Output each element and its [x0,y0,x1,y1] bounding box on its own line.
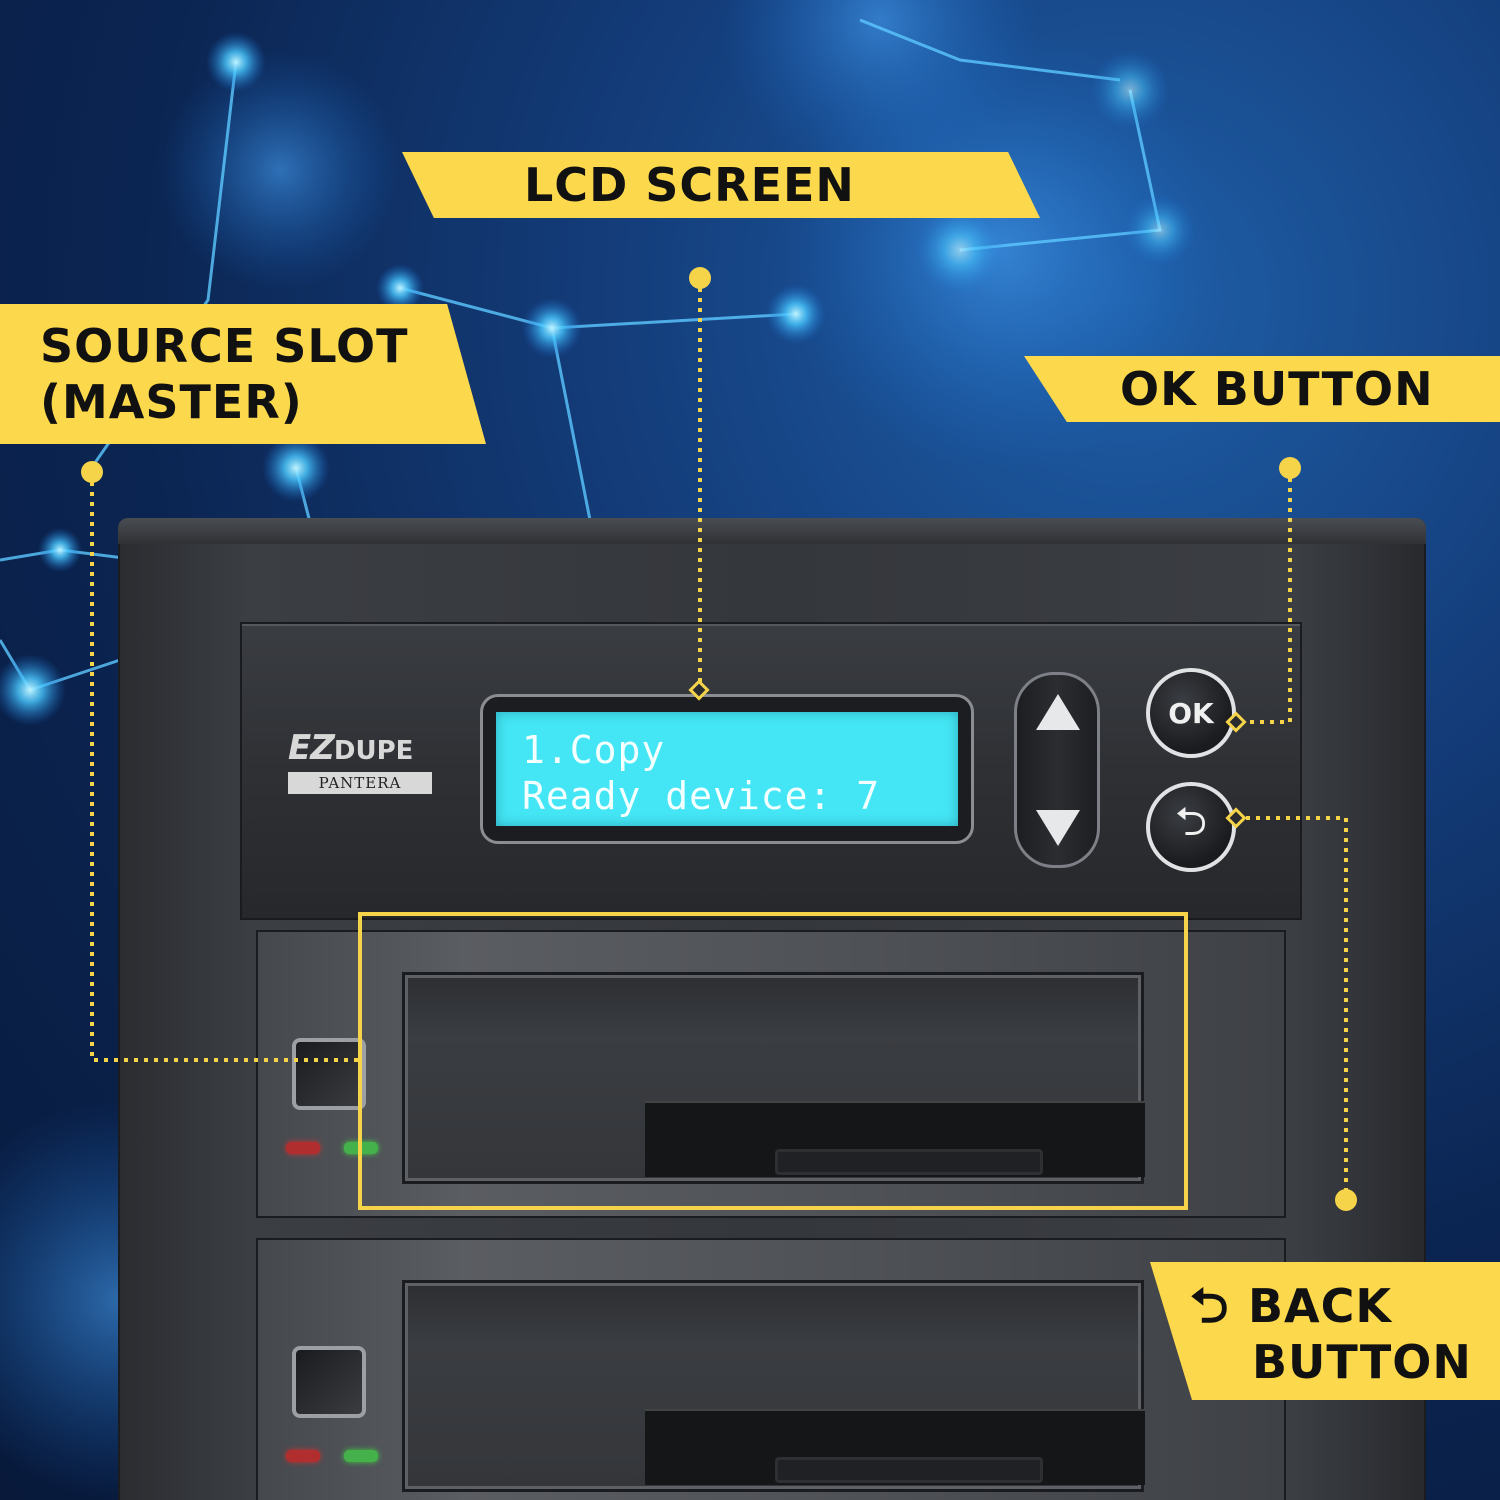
lcd-line-2: Ready device: 7 [522,774,881,818]
back-arrow-icon: ⮌ [1174,800,1208,844]
arrow-up-icon[interactable] [1036,694,1080,730]
sata-connector-icon [775,1457,1043,1483]
brand-model: PANTERA [288,772,432,794]
activity-led-icon [344,1450,378,1462]
callout-back-line-2: BUTTON [1252,1335,1472,1389]
callout-source-line-2: (MASTER) [40,375,303,429]
source-slot-highlight [358,912,1188,1210]
drive-tray[interactable] [402,972,1145,1184]
callout-back-line-1: BACK [1248,1279,1393,1333]
tray-opening [645,1409,1145,1485]
lcd-screen: 1.Copy Ready device: 7 [496,712,958,826]
target-drive-bay [256,1238,1286,1500]
back-button[interactable]: ⮌ [1146,782,1236,872]
brand-ez: EZ [288,728,335,768]
bay-eject-key[interactable] [292,1038,366,1110]
source-drive-bay [256,930,1286,1218]
callout-back-button: ⮌ BACK BUTTON [1150,1262,1500,1400]
callout-ok-button: OK BUTTON [1024,356,1500,422]
callout-source-slot: SOURCE SLOT (MASTER) [0,304,486,444]
drive-tray[interactable] [402,1280,1145,1492]
lcd-line-1: 1.Copy [522,728,666,772]
brand-dupe: DUPE [333,736,414,766]
ok-button-label: OK [1168,696,1214,730]
callout-source-line-1: SOURCE SLOT [40,319,409,373]
ok-button[interactable]: OK [1146,668,1236,758]
back-arrow-icon: ⮌ [1190,1278,1230,1334]
brand-logo: EZDUPE PANTERA [288,728,438,794]
power-led-icon [286,1142,320,1154]
callout-lcd-screen: LCD SCREEN [402,152,1040,218]
sata-connector-icon [775,1149,1043,1175]
bay-eject-key[interactable] [292,1346,366,1418]
chassis-top-edge [118,518,1426,544]
tray-opening [645,1101,1145,1177]
power-led-icon [286,1450,320,1462]
arrow-down-icon[interactable] [1036,810,1080,846]
